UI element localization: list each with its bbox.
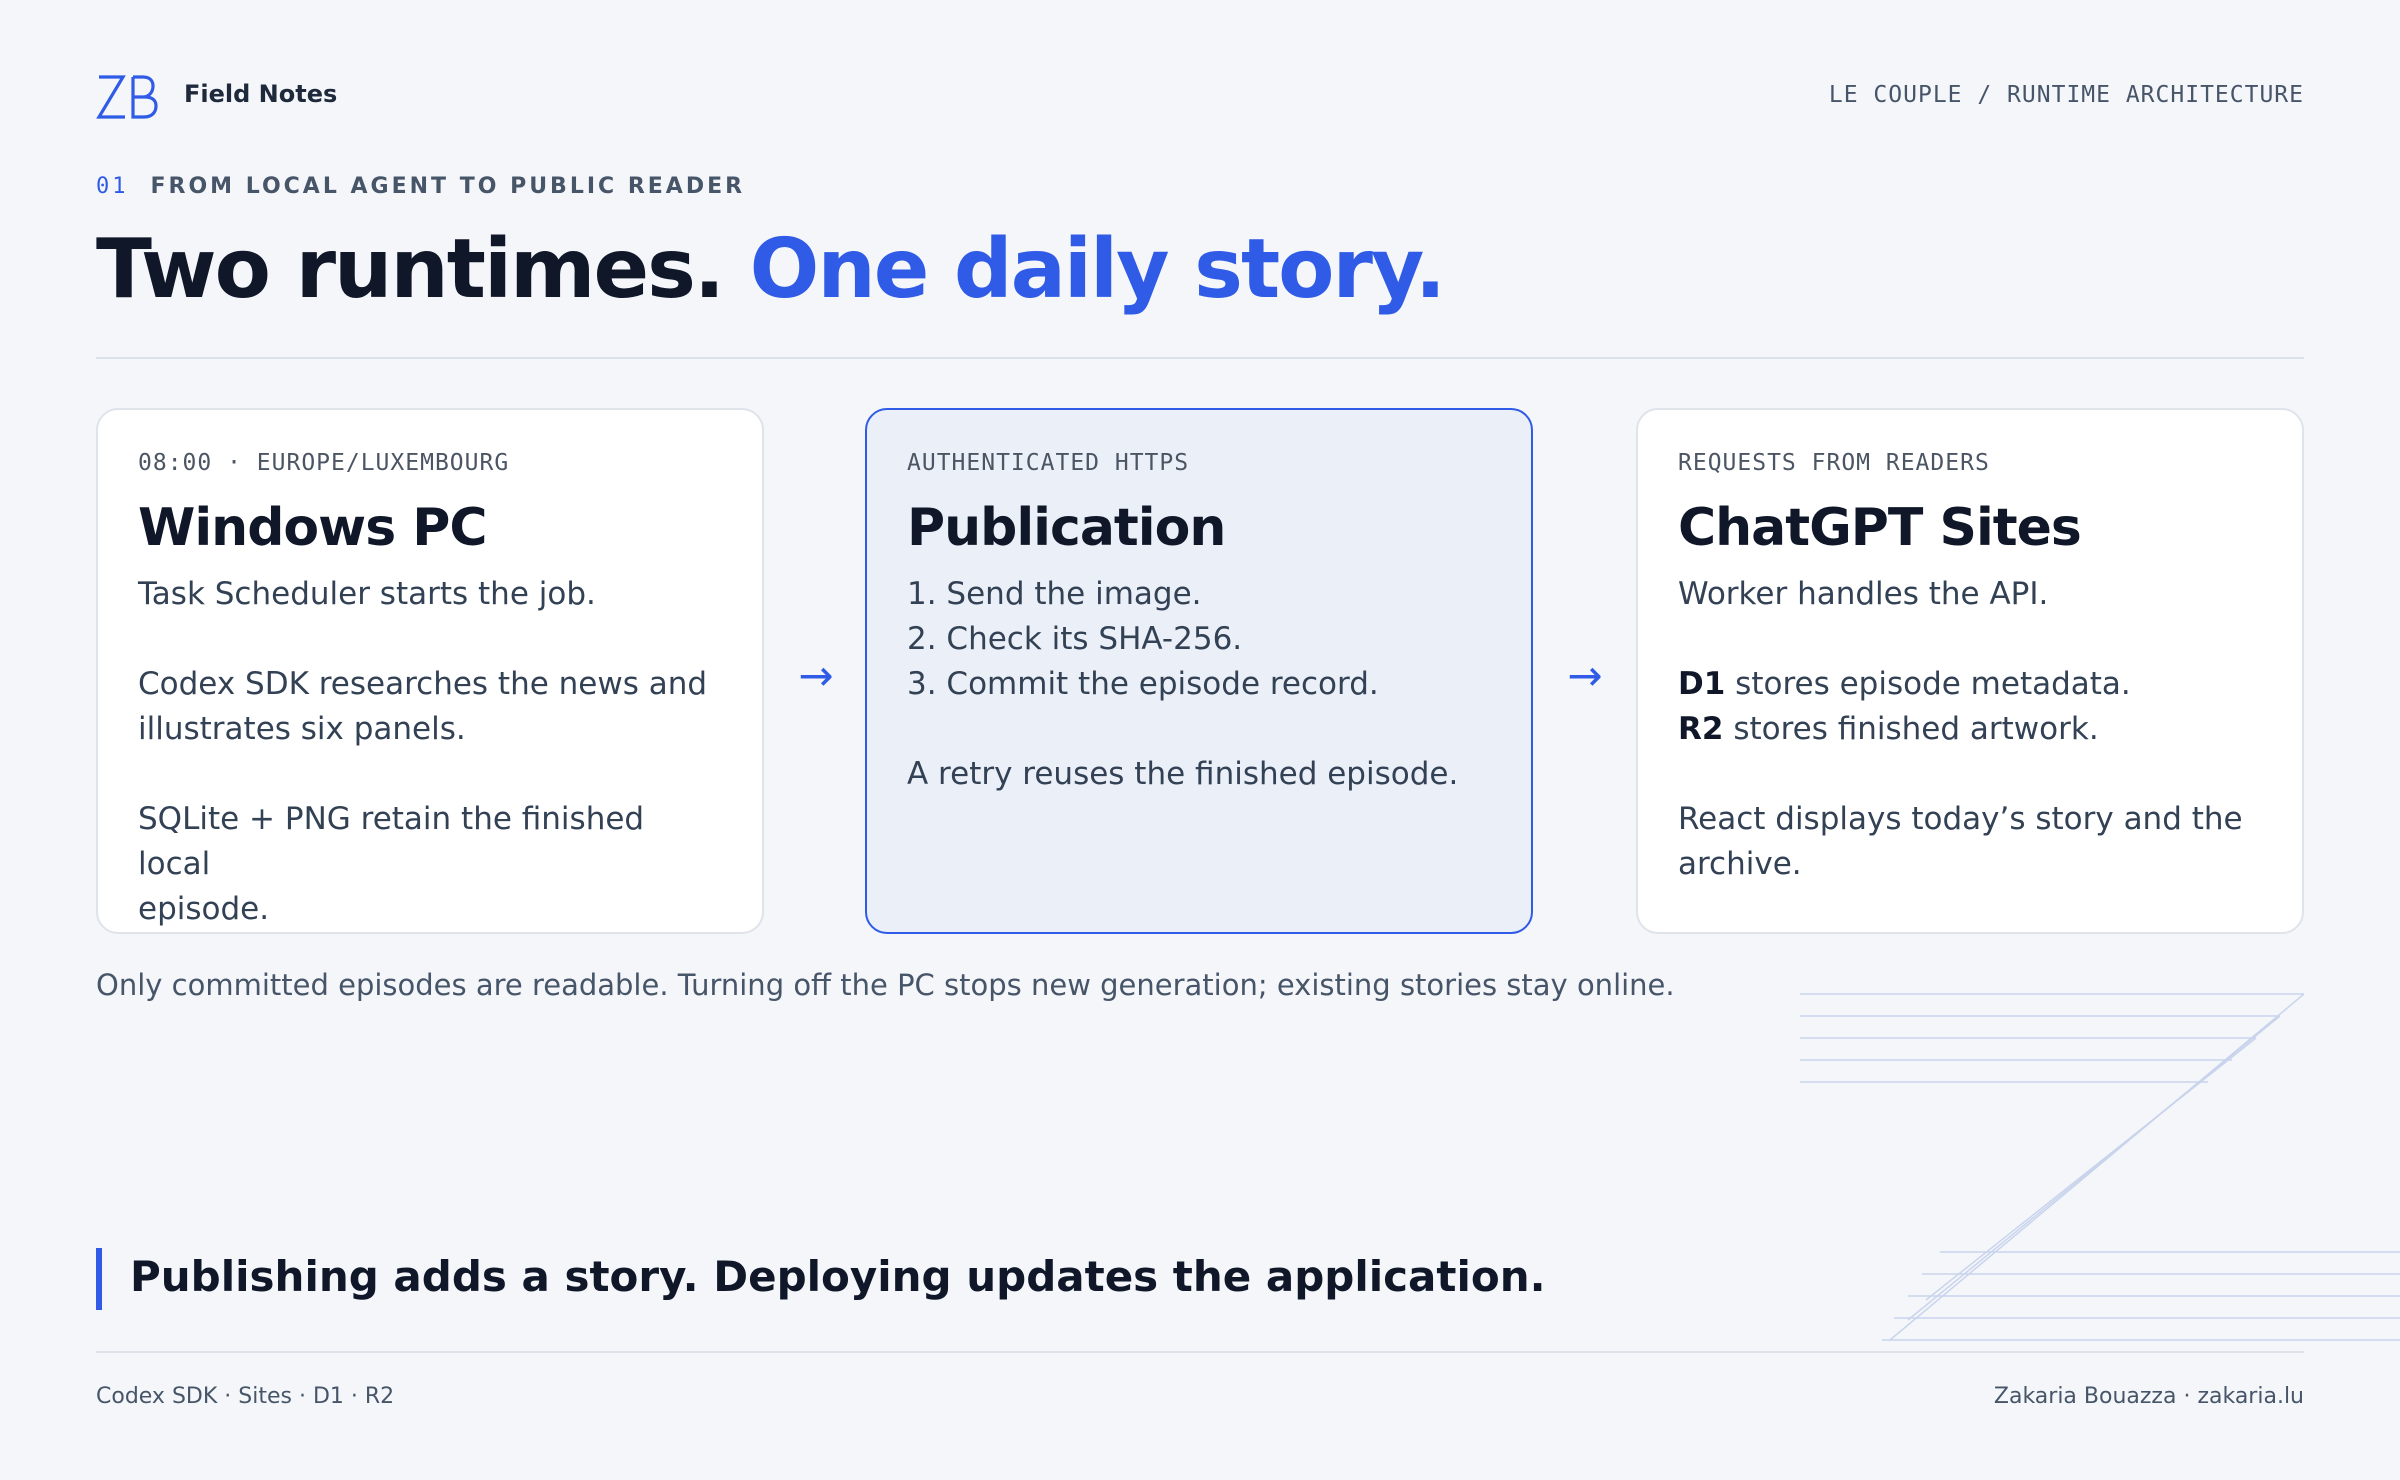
decorative-z-graphic xyxy=(1800,993,2400,1341)
card-line: SQLite + PNG retain the finished local xyxy=(138,801,645,882)
deck-context: LE COUPLE / RUNTIME ARCHITECTURE xyxy=(1828,82,2304,108)
card-line: episode. xyxy=(138,891,270,927)
d1-text: stores episode metadata. xyxy=(1735,666,2131,702)
card-line-d1: D1 stores episode metadata. xyxy=(1678,662,2262,707)
card-publication: AUTHENTICATED HTTPS Publication 1. Send … xyxy=(865,408,1533,934)
header: Field Notes LE COUPLE / RUNTIME ARCHITEC… xyxy=(96,72,2304,122)
d1-label: D1 xyxy=(1678,666,1726,702)
card-line: illustrates six panels. xyxy=(138,711,466,747)
section-eyebrow: 01 FROM LOCAL AGENT TO PUBLIC READER xyxy=(96,174,745,199)
bottom-divider xyxy=(96,1351,2304,1353)
zb-logo xyxy=(96,75,158,119)
card-line: Codex SDK researches the news and xyxy=(138,666,708,702)
card-windows-pc: 08:00 · EUROPE/LUXEMBOURG Windows PC Tas… xyxy=(96,408,764,934)
section-number: 01 xyxy=(96,174,129,199)
card-step: 3. Commit the episode record. xyxy=(907,666,1379,702)
card-step: 1. Send the image. xyxy=(907,576,1202,612)
card-title: Publication xyxy=(907,498,1226,558)
card-line: archive. xyxy=(1678,846,1802,882)
card-line: React displays today’s story and the xyxy=(1678,801,2243,837)
r2-text: stores finished artwork. xyxy=(1733,711,2099,747)
card-tag: 08:00 · EUROPE/LUXEMBOURG xyxy=(138,450,510,476)
card-body: 1. Send the image. 2. Check its SHA-256.… xyxy=(907,572,1491,797)
page-title: Two runtimes. One daily story. xyxy=(96,222,1446,317)
key-takeaway: Publishing adds a story. Deploying updat… xyxy=(130,1252,1546,1301)
card-body: Task Scheduler starts the job. Codex SDK… xyxy=(138,572,722,932)
card-line: Task Scheduler starts the job. xyxy=(138,576,596,612)
footer-author: Zakaria Bouazza · zakaria.lu xyxy=(1993,1384,2304,1409)
footer-stack: Codex SDK · Sites · D1 · R2 xyxy=(96,1384,395,1409)
arrow-right-icon: → xyxy=(798,651,834,700)
card-step: 2. Check its SHA-256. xyxy=(907,621,1243,657)
card-chatgpt-sites: REQUESTS FROM READERS ChatGPT Sites Work… xyxy=(1636,408,2304,934)
r2-label: R2 xyxy=(1678,711,1724,747)
arrow-right-icon: → xyxy=(1567,651,1603,700)
quote-accent-bar xyxy=(96,1248,102,1310)
card-tag: REQUESTS FROM READERS xyxy=(1678,450,1990,476)
card-line-r2: R2 stores finished artwork. xyxy=(1678,707,2262,752)
card-tag: AUTHENTICATED HTTPS xyxy=(907,450,1190,476)
footnote: Only committed episodes are readable. Tu… xyxy=(96,968,1675,1002)
card-title: ChatGPT Sites xyxy=(1678,498,2082,558)
title-main: Two runtimes. xyxy=(96,222,725,317)
section-label: FROM LOCAL AGENT TO PUBLIC READER xyxy=(150,174,746,199)
brand-name: Field Notes xyxy=(184,80,338,108)
card-title: Windows PC xyxy=(138,498,488,558)
card-line: Worker handles the API. xyxy=(1678,576,2049,612)
top-divider xyxy=(96,357,2304,359)
card-body: Worker handles the API. D1 stores episod… xyxy=(1678,572,2262,887)
title-accent: One daily story. xyxy=(749,222,1446,317)
card-line: A retry reuses the finished episode. xyxy=(907,756,1459,792)
